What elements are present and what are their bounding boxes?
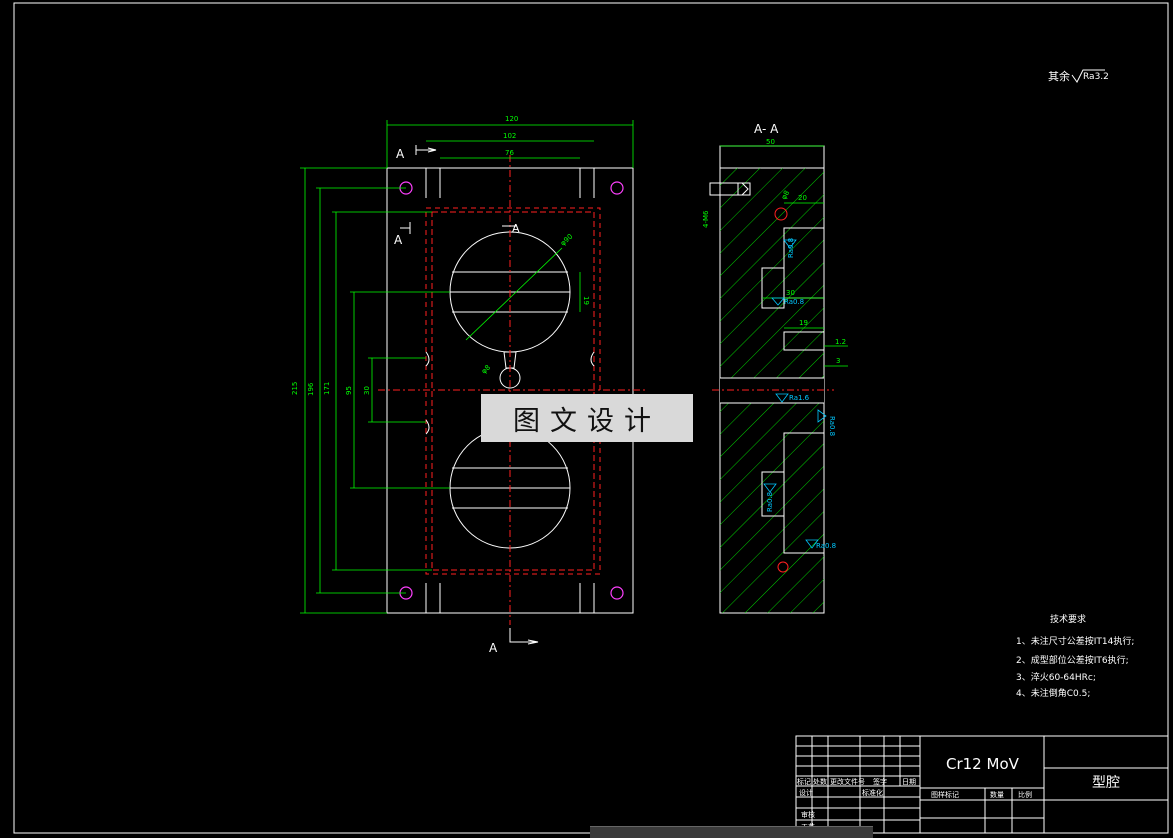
- dim-76: 76: [505, 149, 514, 157]
- tech-requirements: 技术要求 1、未注尺寸公差按IT14执行; 2、成型部位公差按IT6执行; 3、…: [1016, 613, 1134, 699]
- general-roughness-note: 其余 Ra3.2: [1048, 69, 1109, 83]
- section-mark-circle: A: [512, 222, 520, 235]
- roughness-note-label: 其余: [1048, 69, 1070, 83]
- tb-header-mark: 标记: [797, 777, 811, 786]
- tb-stage-scale: 比例: [1018, 790, 1032, 799]
- sv-dim-20: 20: [798, 194, 807, 202]
- title-block: 标记 处数 更改文件号 签字 日期 标准化 设计 审核 工艺 Cr12 MoV …: [795, 735, 1169, 834]
- dim-196: 196: [307, 382, 315, 396]
- roughness-note-value: Ra3.2: [1083, 72, 1109, 82]
- roughness-r2: Ra0.8: [784, 298, 804, 306]
- dim-30: 30: [363, 386, 371, 395]
- section-mark-top: A: [396, 147, 405, 161]
- sv-dim-30: 30: [786, 289, 795, 297]
- watermark: 图文设计: [481, 394, 693, 442]
- tb-header-change: 更改文件号: [830, 777, 865, 786]
- roughness-r5: Ra0.8: [766, 492, 774, 512]
- tb-header-count: 处数: [813, 777, 827, 786]
- roughness-r6: Ra0.8: [816, 542, 836, 550]
- tb-stage-qty: 数量: [990, 790, 1004, 799]
- roughness-r3: Ra1.6: [789, 394, 810, 402]
- tb-review-label: 审核: [801, 810, 815, 819]
- sv-dim-thread: 4-M6: [702, 210, 710, 228]
- tech-requirement-1: 1、未注尺寸公差按IT14执行;: [1016, 635, 1134, 647]
- tb-header-sign: 签字: [873, 777, 887, 786]
- section-view-title: A- A: [754, 122, 779, 136]
- sv-dim-50: 50: [766, 138, 775, 146]
- roughness-r4: Ra0.8: [828, 416, 836, 436]
- sv-dim-phi8: φ8: [780, 189, 791, 201]
- roughness-r1: Ra0.8: [787, 238, 795, 258]
- bolt-hole-tr: [610, 181, 624, 195]
- tb-header-date: 日期: [902, 778, 916, 786]
- dim-171: 171: [323, 382, 331, 395]
- section-view: A- A 50 20 φ8 4-M6 30 19 1.2 3: [702, 122, 848, 614]
- dim-95: 95: [345, 386, 353, 395]
- thread-hole: [709, 182, 751, 196]
- tech-requirements-title: 技术要求: [1050, 613, 1086, 625]
- section-mark-bottom: A: [489, 641, 498, 655]
- tech-requirement-3: 3、淬火60-64HRc;: [1016, 671, 1096, 683]
- dim-19: 19: [582, 296, 590, 305]
- dowel-hole-top: [774, 207, 788, 221]
- dim-102: 102: [503, 132, 516, 140]
- front-view: 120 102 76 215 196 171 95 30 19 φ90 φ8 A…: [291, 115, 645, 655]
- bolt-hole-br: [610, 586, 624, 600]
- section-mark-left: A: [394, 233, 403, 247]
- roughness-symbols: Ra0.8 Ra0.8 Ra1.6 Ra0.8 Ra0.8 Ra0.8: [763, 238, 836, 550]
- sv-dim-3: 3: [836, 357, 840, 365]
- sv-dim-19: 19: [799, 319, 808, 327]
- dowel-hole-bottom: [777, 561, 789, 573]
- tb-stage-mark: 图样标记: [931, 790, 959, 799]
- tb-std-label: 标准化: [862, 788, 883, 797]
- tech-requirement-4: 4、未注倒角C0.5;: [1016, 687, 1090, 699]
- tech-requirement-2: 2、成型部位公差按IT6执行;: [1016, 654, 1129, 666]
- tb-design-label: 设计: [799, 788, 813, 797]
- dim-120: 120: [505, 115, 518, 123]
- part-name-label: 型腔: [1092, 775, 1120, 791]
- material-label: Cr12 MoV: [946, 755, 1020, 773]
- dim-phi90: φ90: [559, 232, 574, 247]
- taskbar-strip: [590, 826, 873, 838]
- dim-215: 215: [291, 382, 299, 395]
- dim-phi8: φ8: [480, 363, 492, 375]
- sv-dim-1-2: 1.2: [835, 338, 846, 346]
